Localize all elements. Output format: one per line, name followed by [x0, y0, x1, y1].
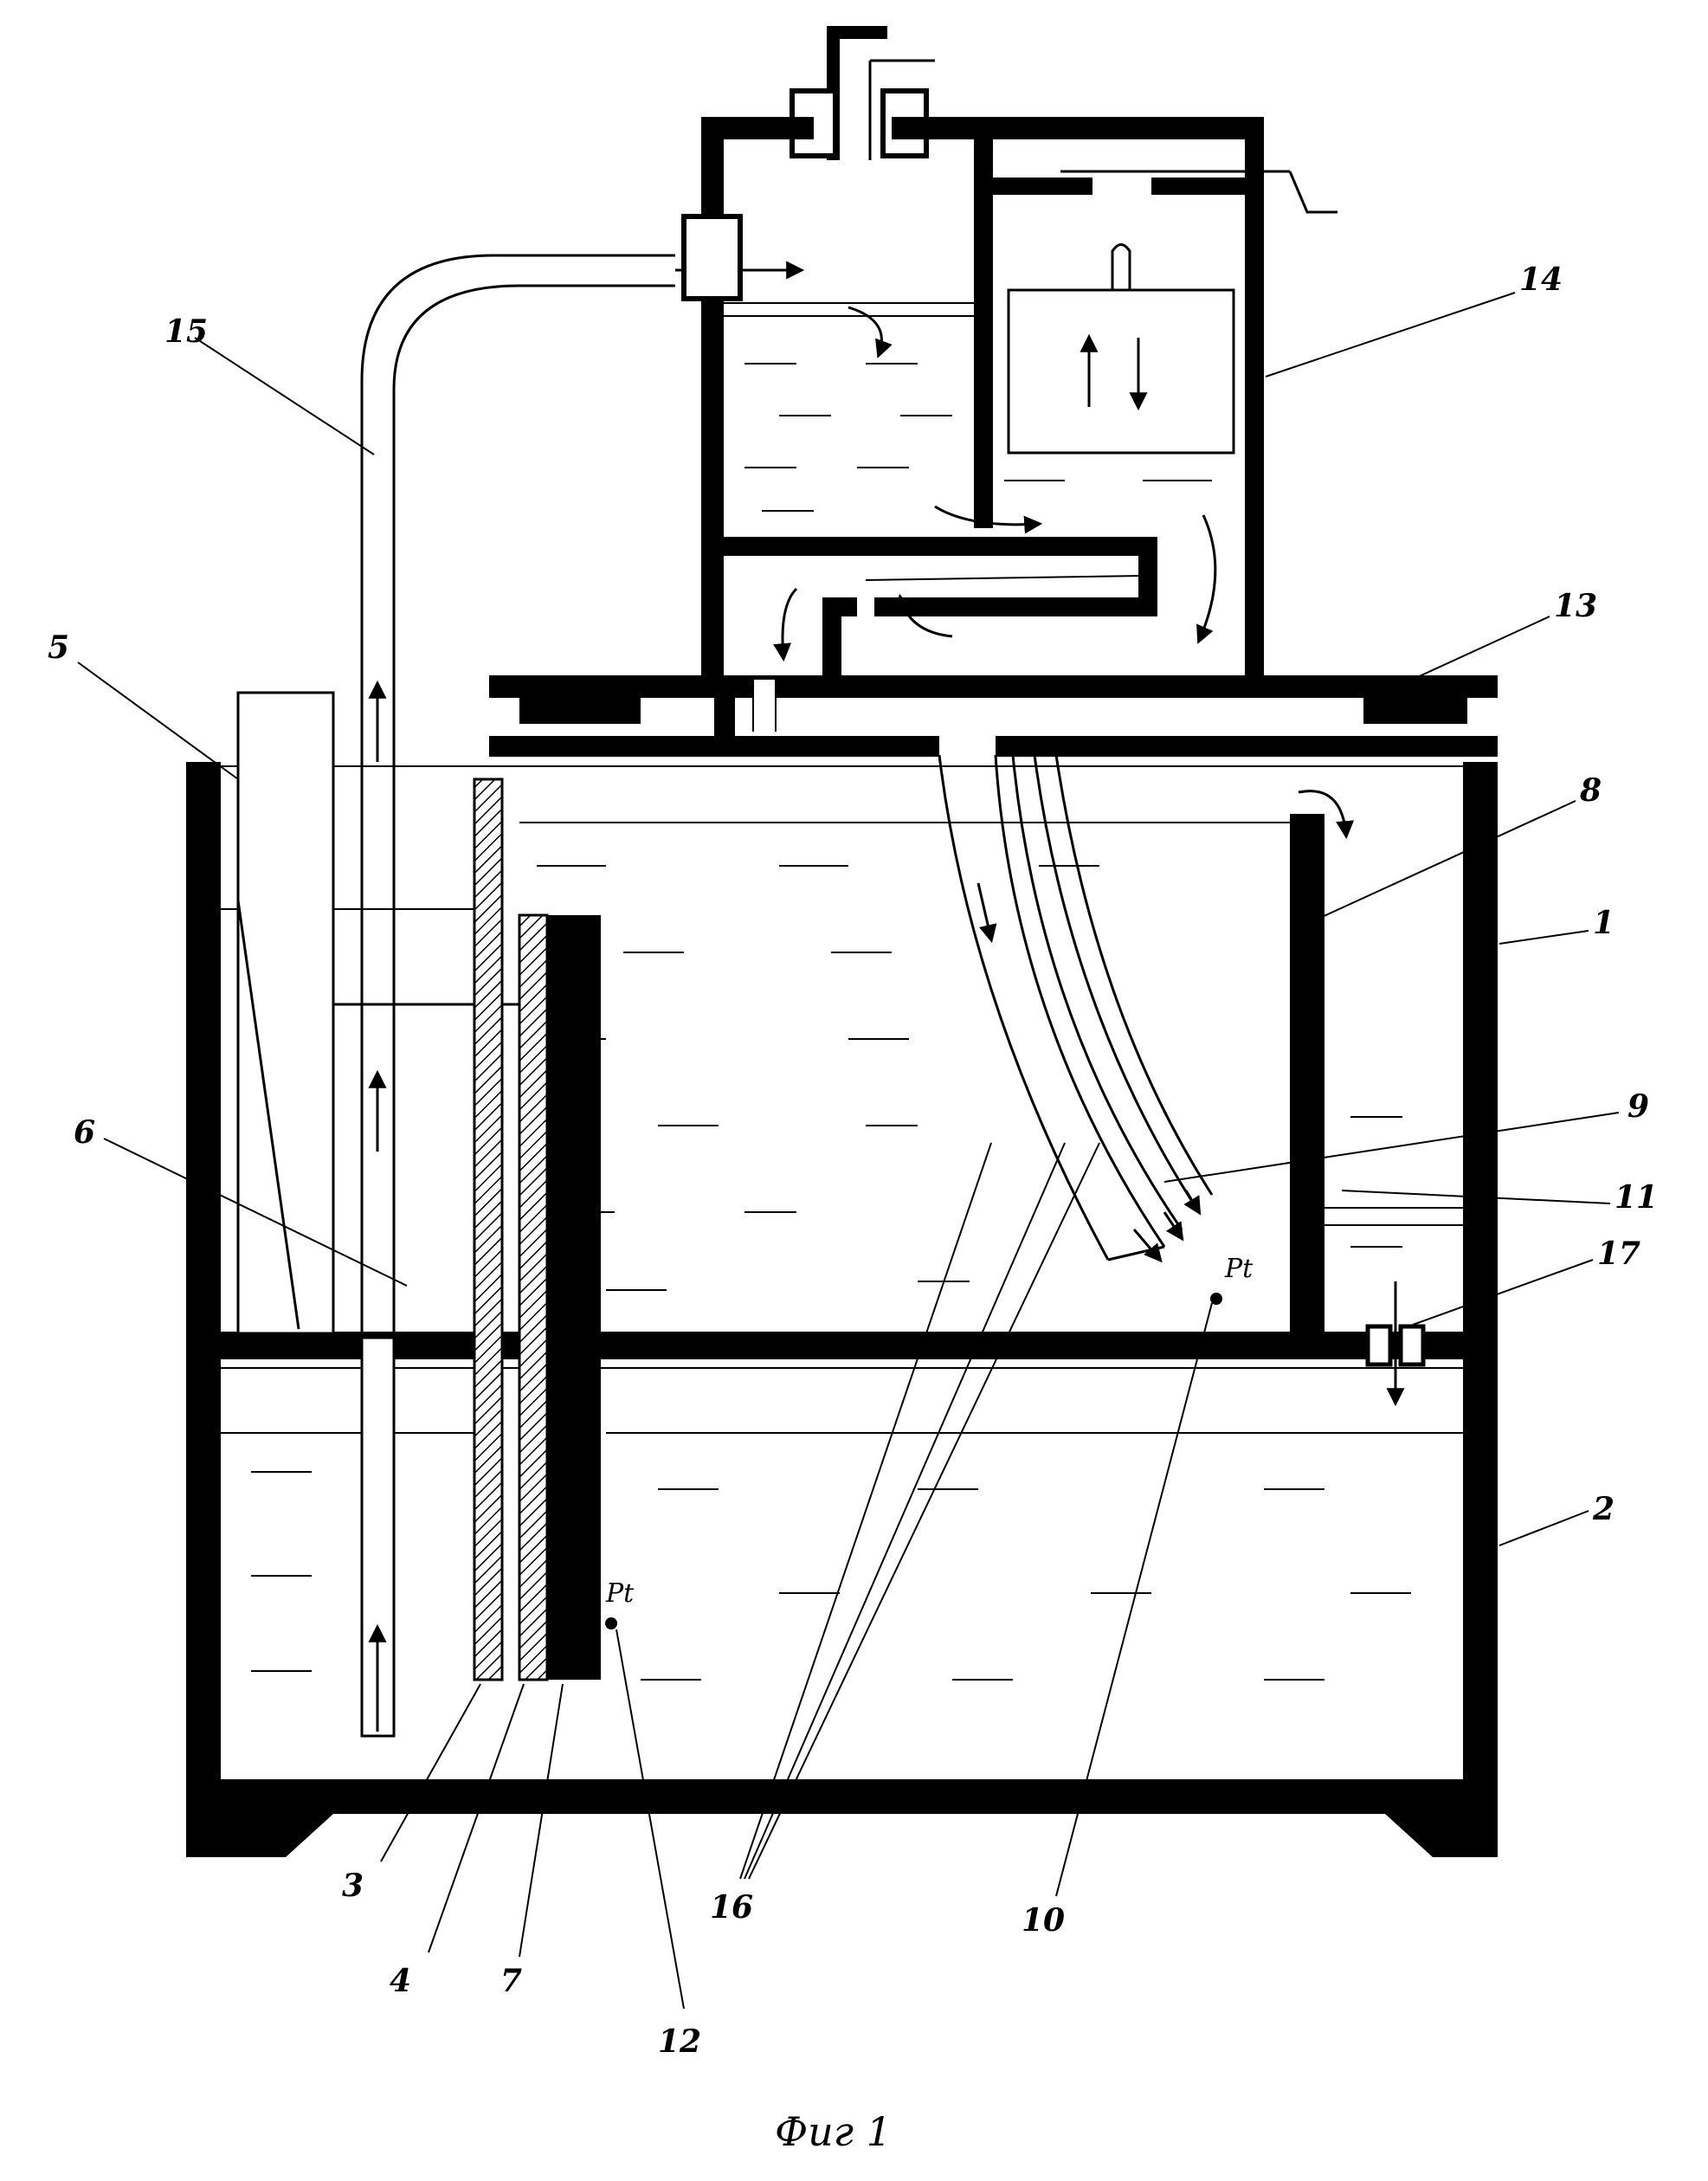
diaphragm-4: [519, 915, 547, 1680]
label-11: 11: [1615, 1179, 1658, 1216]
label-8: 8: [1579, 772, 1602, 809]
pt-electrode-upper: Pt: [1210, 1254, 1254, 1305]
electrode-7: [547, 915, 601, 1680]
label-7: 7: [500, 1963, 522, 1999]
label-12: 12: [658, 2023, 701, 2060]
plate-13: [489, 675, 1498, 757]
label-9: 9: [1627, 1088, 1649, 1125]
label-1: 1: [1593, 905, 1615, 941]
label-2: 2: [1592, 1491, 1615, 1527]
label-5: 5: [48, 629, 69, 666]
label-13: 13: [1554, 588, 1597, 624]
partition-8: [1290, 791, 1346, 1333]
valve-17: [1368, 1281, 1423, 1403]
label-17: 17: [1597, 1236, 1640, 1272]
label-6: 6: [74, 1114, 95, 1151]
label-16: 16: [710, 1889, 753, 1926]
liquid-lines: [221, 766, 1463, 1680]
pt-electrode-lower: Pt: [605, 1578, 635, 1629]
label-3: 3: [342, 1868, 364, 1904]
middle-partition: [221, 1332, 1463, 1359]
label-4: 4: [390, 1963, 411, 1999]
label-10: 10: [1022, 1902, 1065, 1939]
label-14: 14: [1519, 261, 1563, 298]
label-15: 15: [164, 313, 208, 350]
outlet-tubes-16: [939, 755, 1212, 1260]
figure-caption: Фиг 1: [775, 2108, 892, 2155]
upper-unit: [684, 26, 1337, 681]
pt-label-upper: Pt: [1224, 1254, 1254, 1284]
pt-label-lower: Pt: [605, 1578, 635, 1609]
diaphragm-3: [474, 779, 502, 1680]
